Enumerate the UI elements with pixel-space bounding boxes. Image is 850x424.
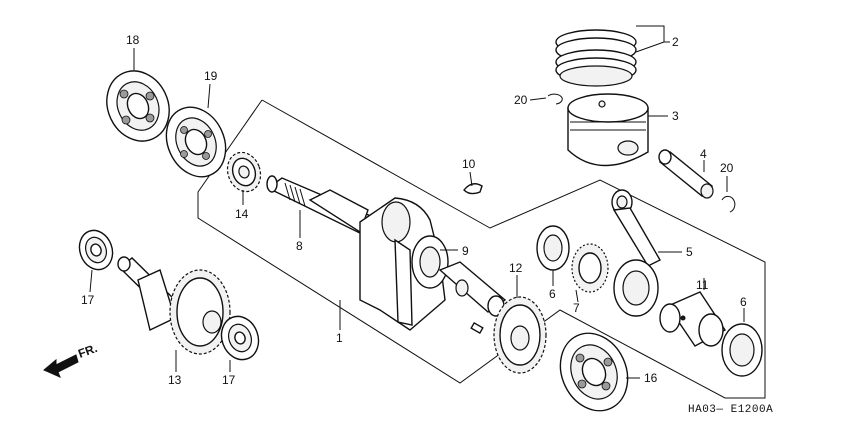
dowel-pin xyxy=(470,321,484,335)
connecting-rod-5 xyxy=(611,189,661,317)
callout-5: 5 xyxy=(686,245,693,259)
front-arrow-label: FR. xyxy=(76,341,99,361)
crank-gear-12 xyxy=(493,296,547,374)
ball-bearing-18 xyxy=(106,70,170,142)
callout-1: 1 xyxy=(336,331,343,345)
ball-bearing-16 xyxy=(559,332,629,412)
timing-gear-14 xyxy=(226,151,262,193)
callout-10: 10 xyxy=(462,157,476,171)
ball-bearing-19 xyxy=(165,106,227,178)
callout-14: 14 xyxy=(235,207,249,221)
callout-8: 8 xyxy=(296,239,303,253)
callout-12: 12 xyxy=(509,261,523,275)
crank-web-9 xyxy=(359,197,507,331)
callout-7: 7 xyxy=(573,301,580,315)
balancer-shaft-13 xyxy=(117,256,231,355)
callout-6a: 6 xyxy=(549,287,556,301)
piston-3 xyxy=(567,93,649,167)
callout-18: 18 xyxy=(126,33,140,47)
leader-lines xyxy=(89,25,745,379)
thrust-washer-6a xyxy=(536,225,570,271)
assembly-boundary-line xyxy=(197,99,766,399)
callout-19: 19 xyxy=(204,69,218,83)
callout-17a: 17 xyxy=(81,293,95,307)
callout-20b: 20 xyxy=(720,161,734,175)
piston-pin-4 xyxy=(658,149,714,199)
woodruff-key-10 xyxy=(463,183,483,195)
callout-16: 16 xyxy=(644,371,658,385)
thrust-washer-6b xyxy=(721,323,763,377)
piston-rings-2 xyxy=(555,29,637,87)
callout-13: 13 xyxy=(168,373,182,387)
callout-3: 3 xyxy=(672,109,679,123)
ball-bearing-17a xyxy=(78,229,114,271)
callout-4: 4 xyxy=(700,147,707,161)
front-direction-arrow: FR. xyxy=(43,341,99,378)
diagram-code: HA03— E1200A xyxy=(688,404,773,416)
callout-11: 11 xyxy=(696,278,709,292)
needle-bearing-7 xyxy=(571,243,609,293)
crank-pin-11 xyxy=(659,291,727,347)
ball-bearing-17b xyxy=(220,315,260,361)
circlip-20b xyxy=(721,195,736,213)
crankshaft-8 xyxy=(266,175,381,239)
callout-2: 2 xyxy=(672,35,679,49)
callout-17b: 17 xyxy=(222,373,236,387)
circlip-20a xyxy=(547,93,563,105)
callout-9: 9 xyxy=(462,244,469,258)
callout-6b: 6 xyxy=(740,295,747,309)
callout-20a: 20 xyxy=(514,93,528,107)
